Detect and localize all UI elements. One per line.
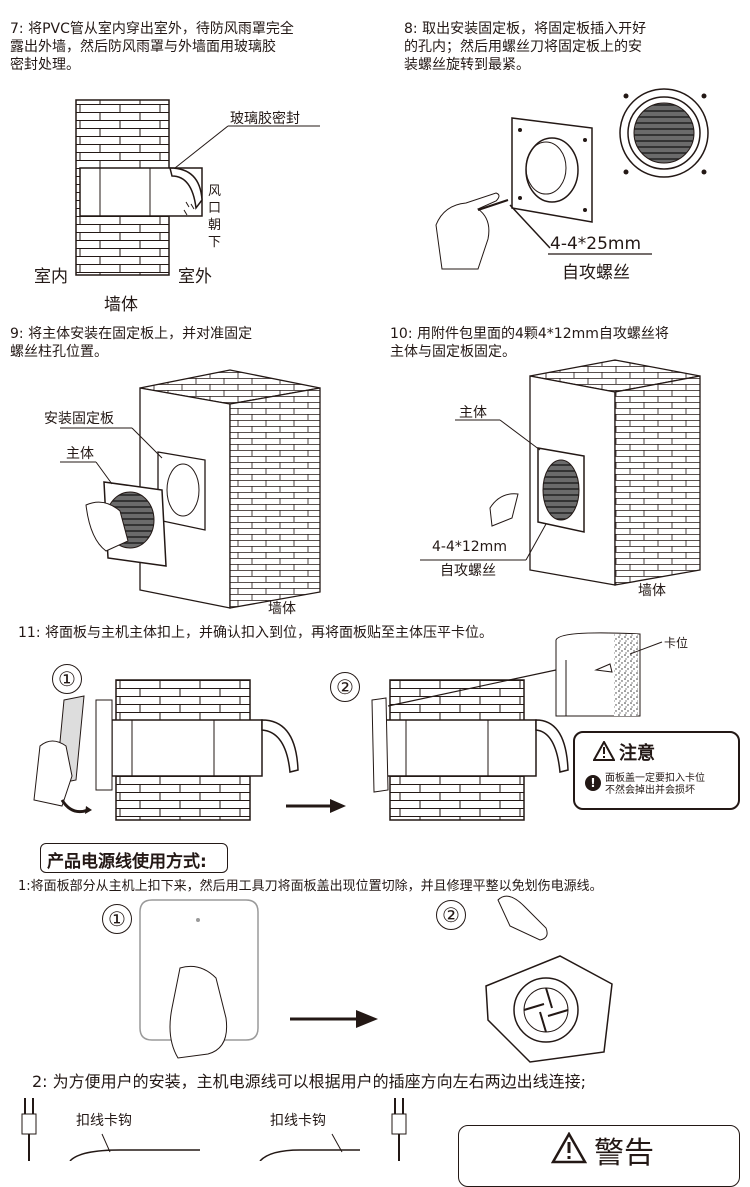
warning-triangle-icon [551,1132,587,1164]
step10-wall-label: 墙体 [638,583,666,599]
hook-label-right: 扣线卡钩 [270,1113,326,1129]
step7-wall-figure [75,99,320,276]
step8-screw-spec: 4-4*25mm [550,234,642,254]
notice-box: 注意 ! 面板盖一定要扣入卡位 不然会掉出并会损坏 [573,731,740,810]
step9-wall-label: 墙体 [268,601,296,617]
step10-wall-figure [420,359,701,586]
plug-left [21,1098,37,1161]
step11-figure1 [33,679,299,821]
warning-title: 警告 [594,1136,654,1171]
outdoor-label: 室外 [178,267,212,287]
step7-wall-label: 墙体 [104,295,138,315]
step10-text: 10: 用附件包里面的4颗4*12mm自攻螺丝将 主体与固定板固定。 [390,326,669,360]
notice-body: 面板盖一定要扣入卡位 不然会掉出并会损坏 [605,773,705,796]
step11-figure2 [371,632,663,821]
indoor-label: 室内 [34,267,68,287]
step9-text: 9: 将主体安装在固定板上，并对准固定 螺丝柱孔位置。 [10,326,253,360]
power-heading-box: 产品电源线使用方式: [40,843,228,873]
plug-right [391,1098,407,1161]
step9-body-label: 主体 [66,446,94,462]
step10-body-label: 主体 [459,405,487,421]
sealant-label: 玻璃胶密封 [230,111,300,127]
clip-label: 卡位 [664,636,689,650]
step9-wall-figure [60,369,321,609]
plate-label: 安装固定板 [44,411,114,427]
step11-text: 11: 将面板与主机主体扣上，并确认扣入到位，再将面板贴至主体压平卡位。 [18,625,493,641]
step10-screw-spec: 4-4*12mm [432,539,507,555]
step8-screw-type: 自攻螺丝 [562,263,630,283]
step7-text: 7: 将PVC管从室内穿出室外，待防风雨罩完全 露出外墙，然后防风雨罩与外墙面用… [10,21,294,73]
outlet-down-label: 风 口 朝 下 [208,184,222,250]
warning-box: 警告 [458,1125,740,1187]
power-figure2 [485,895,613,1063]
step10-screw-type: 自攻螺丝 [440,563,496,579]
step11-num1: ① [52,664,82,694]
installation-diagrams [21,88,709,1161]
power-num2: ② [436,900,466,930]
power-step2-text: 2: 为方便用户的安装，主机电源线可以根据用户的插座方向左右两边出线连接; [32,1072,587,1091]
power-heading: 产品电源线使用方式: [47,852,207,872]
notice-title: 注意 [619,743,655,764]
step11-num2: ② [330,672,360,702]
power-step1-text: 1:将面板部分从主机上扣下来，然后用工具刀将面板盖出现位置切除，并且修理平整以免… [18,879,603,894]
exclamation-icon: ! [585,775,601,791]
warning-triangle-icon [593,741,615,761]
step8-text: 8: 取出安装固定板，将固定板插入开好 的孔内；然后用螺丝刀将固定板上的安 装螺… [404,21,647,73]
power-num1: ① [102,904,132,934]
step8-plate-figure [435,88,709,270]
hook-label-left: 扣线卡钩 [76,1113,132,1129]
power-figure1 [139,899,259,1059]
